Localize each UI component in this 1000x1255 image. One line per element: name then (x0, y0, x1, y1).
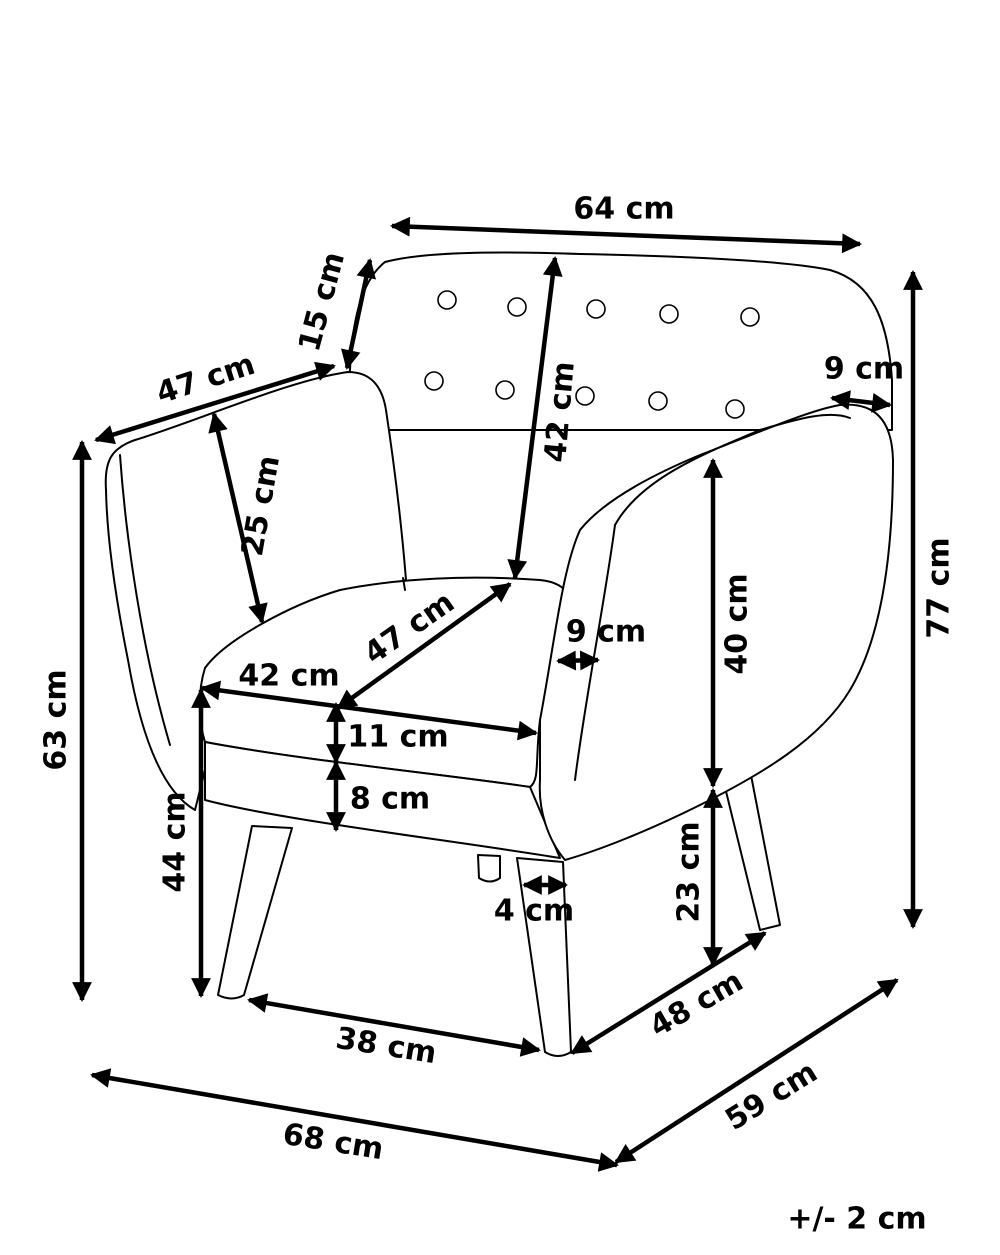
dimension-label: 42 cm (238, 659, 339, 694)
dimension-arrow (556, 650, 600, 671)
dimension-label: 9 cm (566, 615, 646, 650)
dimension-top-width: 64 cm (390, 192, 862, 254)
dimension-total-height: 77 cm (903, 270, 957, 929)
dimension-label: 8 cm (350, 782, 430, 817)
dimension-label: 11 cm (347, 720, 448, 755)
dimension-label: 9 cm (824, 352, 904, 387)
front-legs (217, 825, 572, 1057)
dimension-seat-cushion-height: 11 cm (326, 702, 449, 764)
dimension-armrest-height-left: 63 cm (39, 440, 92, 1002)
dimension-leg-span-width: 38 cm (247, 993, 541, 1071)
dimension-armrest-width-right: 9 cm (824, 352, 904, 413)
dimension-arm-height-side: 40 cm (703, 458, 755, 788)
dimension-seat-width: 42 cm (200, 659, 538, 741)
dimension-label: 4 cm (494, 894, 574, 929)
dimension-arrow (507, 256, 563, 580)
dimension-label: 42 cm (538, 360, 582, 464)
dimension-seat-base-height: 8 cm (326, 760, 430, 832)
dimension-label: 64 cm (573, 192, 674, 227)
dimension-label: 40 cm (720, 573, 755, 674)
dimension-arrow (90, 1068, 619, 1172)
dimension-leg-span-depth: 48 cm (570, 931, 767, 1055)
dimension-arrow (94, 361, 336, 445)
dimension-label: 44 cm (158, 791, 193, 892)
dimension-arrow (614, 978, 899, 1164)
dimension-arrow (341, 258, 376, 370)
dimension-label: 59 cm (719, 1054, 823, 1137)
dimension-arrow (390, 216, 862, 254)
dimension-arrow (208, 412, 268, 624)
dimension-armrest-width-inner: 9 cm (556, 615, 646, 671)
dimension-seat-height: 44 cm (158, 688, 211, 998)
dimension-label: 15 cm (292, 248, 352, 355)
backrest (339, 251, 893, 431)
seat-base (204, 741, 561, 859)
dimension-total-width: 68 cm (90, 1068, 619, 1172)
dimension-label: 63 cm (39, 669, 74, 770)
dimension-arrow (247, 993, 541, 1057)
dimension-label: 77 cm (922, 537, 957, 638)
dimension-arrow (200, 680, 538, 741)
dimension-label: 23 cm (672, 821, 707, 922)
tolerance-note: +/- 2 cm (787, 1202, 926, 1237)
dimension-leg-width: 4 cm (494, 875, 574, 929)
dimension-arrow (830, 390, 892, 413)
